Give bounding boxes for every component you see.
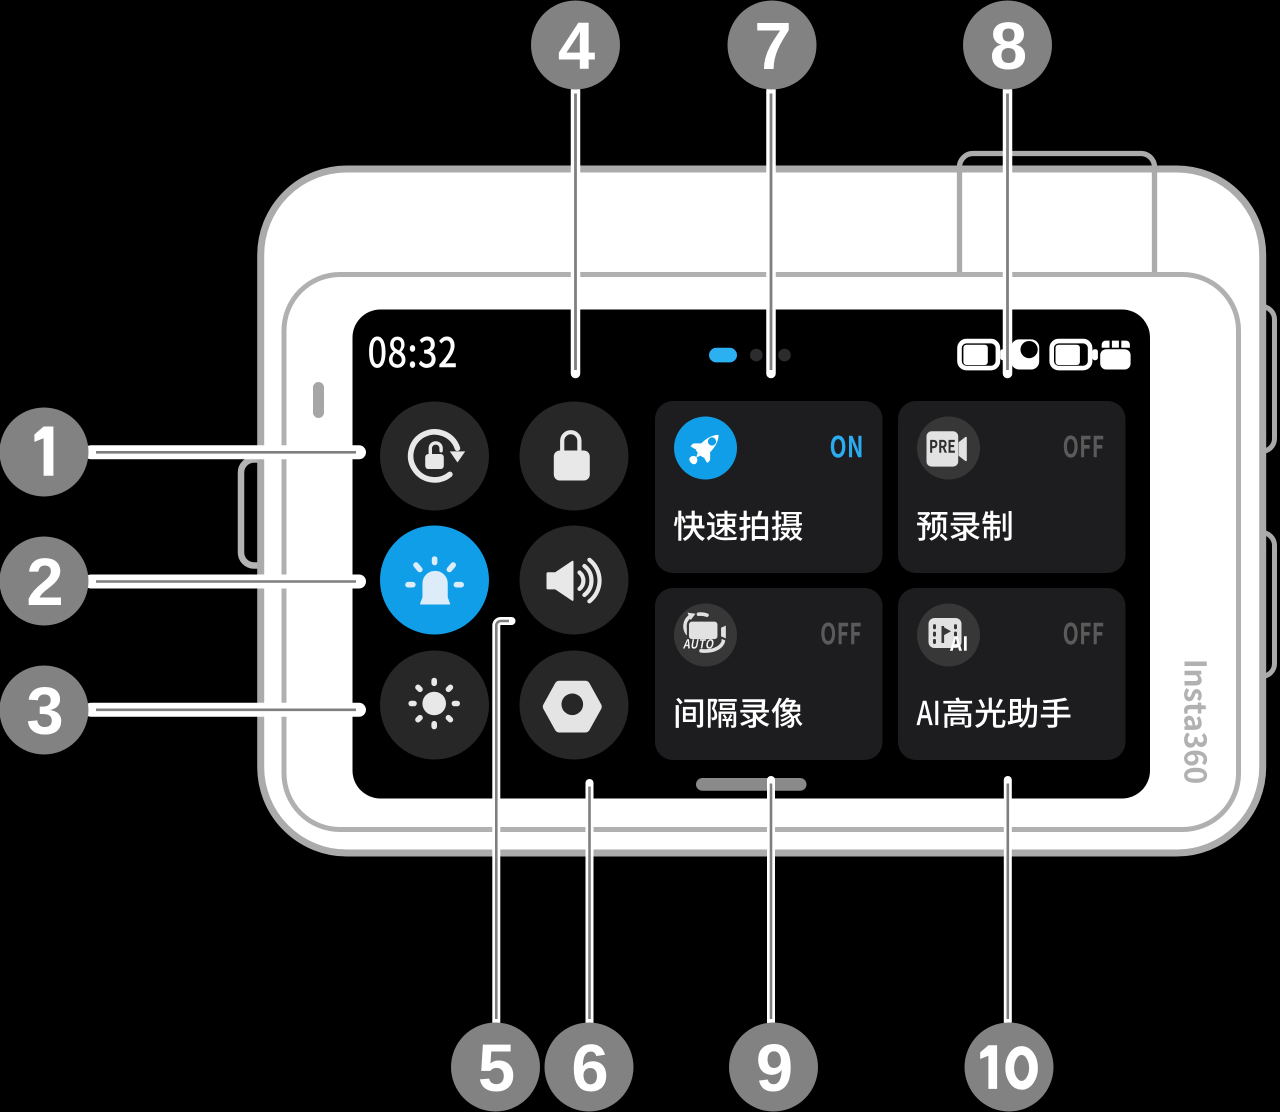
svg-text:7: 7 — [754, 9, 789, 84]
svg-text:4: 4 — [558, 9, 595, 84]
svg-text:8: 8 — [990, 9, 1026, 84]
svg-text:2: 2 — [26, 545, 61, 620]
svg-text:6: 6 — [571, 1031, 606, 1106]
svg-text:9: 9 — [756, 1031, 791, 1106]
svg-text:5: 5 — [478, 1031, 514, 1106]
svg-text:3: 3 — [26, 674, 61, 749]
